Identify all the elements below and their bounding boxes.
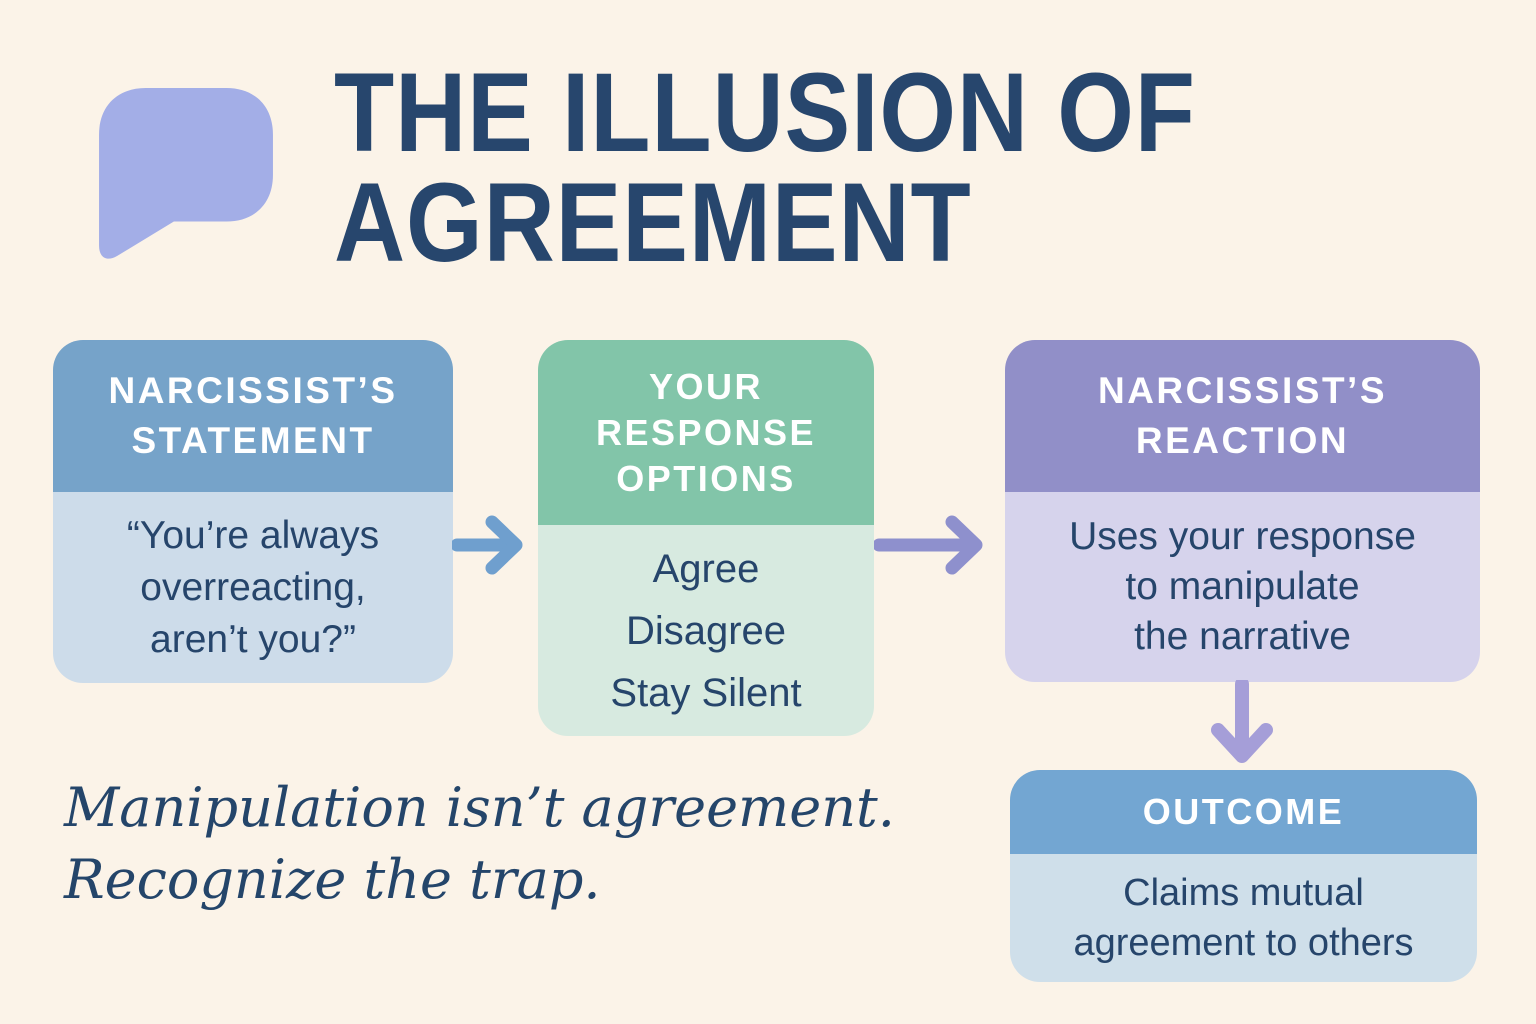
box-outcome-header: OUTCOME: [1010, 770, 1477, 854]
body-line: Disagree: [625, 608, 787, 653]
body-line: “You’re always: [126, 513, 380, 557]
body-line: Uses your response: [1069, 515, 1416, 558]
body-line: to manipulate: [1125, 565, 1360, 608]
arrow-down-icon: [1207, 677, 1277, 777]
body-line: Claims mutual: [1123, 872, 1364, 914]
body-line: overreacting,: [140, 565, 366, 609]
box-narcissists-statement-body: “You’re always overreacting, aren’t you?…: [53, 492, 453, 683]
box-outcome: OUTCOME Claims mutual agreement to other…: [1010, 770, 1477, 982]
header-line: STATEMENT: [131, 420, 375, 461]
header-line: OPTIONS: [616, 457, 796, 499]
header-line: NARCISSIST’S: [108, 370, 398, 411]
box-your-response-options: YOUR RESPONSE OPTIONS Agree Disagree Sta…: [538, 340, 874, 736]
tagline-line-1: Manipulation isn’t agreement.: [64, 776, 895, 839]
header-line: REACTION: [1135, 420, 1350, 461]
title-line-2: AGREEMENT: [334, 160, 972, 285]
box-narcissists-reaction: NARCISSIST’S REACTION Uses your response…: [1005, 340, 1480, 682]
box-outcome-body: Claims mutual agreement to others: [1010, 854, 1477, 982]
body-line: aren’t you?”: [150, 617, 356, 661]
box-narcissists-statement: NARCISSIST’S STATEMENT “You’re always ov…: [53, 340, 453, 683]
header-line: YOUR: [648, 365, 763, 407]
body-line: Agree: [652, 546, 760, 591]
page-title: THE ILLUSION OF AGREEMENT: [334, 50, 1196, 285]
tagline-line-2: Recognize the trap.: [64, 848, 601, 911]
box-narcissists-statement-header: NARCISSIST’S STATEMENT: [53, 340, 453, 492]
body-line: the narrative: [1134, 615, 1351, 658]
tagline: Manipulation isn’t agreement. Recognize …: [64, 772, 895, 916]
header-line: NARCISSIST’S: [1097, 370, 1388, 411]
box-your-response-options-body: Agree Disagree Stay Silent: [538, 525, 874, 736]
arrow-right-icon: [872, 510, 994, 585]
header-line: RESPONSE: [595, 411, 817, 453]
box-narcissists-reaction-body: Uses your response to manipulate the nar…: [1005, 492, 1480, 682]
arrow-head: [1211, 723, 1273, 763]
speech-bubble-icon: [95, 84, 277, 266]
header-line: OUTCOME: [1142, 791, 1345, 832]
box-your-response-options-header: YOUR RESPONSE OPTIONS: [538, 340, 874, 525]
body-line: Stay Silent: [610, 670, 802, 715]
arrow-head: [485, 515, 523, 575]
arrow-head: [945, 515, 983, 575]
title-line-1: THE ILLUSION OF: [334, 50, 1196, 175]
box-narcissists-reaction-header: NARCISSIST’S REACTION: [1005, 340, 1480, 492]
speech-bubble-shape: [99, 88, 273, 259]
body-line: agreement to others: [1073, 922, 1414, 964]
arrow-right-icon: [450, 510, 532, 585]
